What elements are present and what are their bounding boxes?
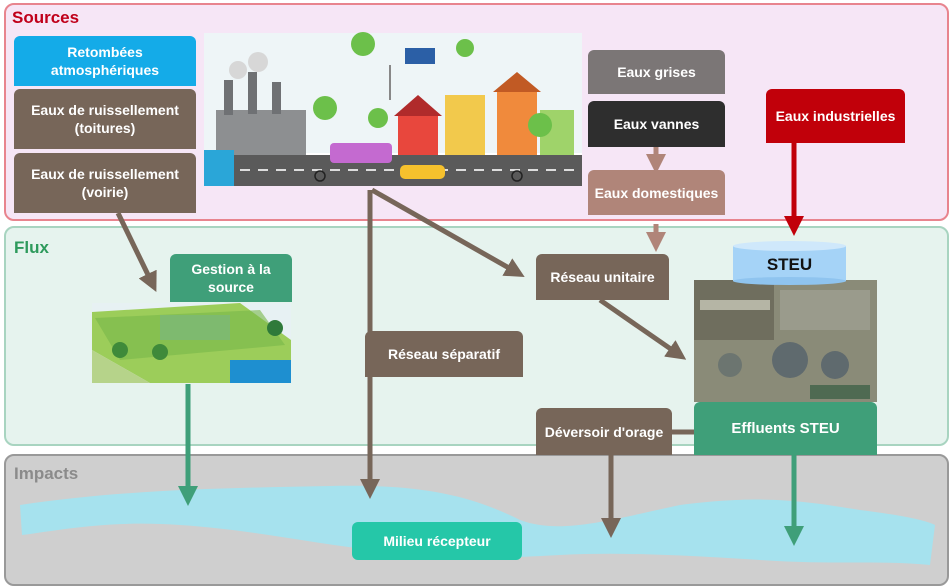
gestion-a-la-source-box: Gestion à la source — [170, 254, 292, 302]
eaux-ruissellement-toitures-box: Eaux de ruissellement (toitures) — [14, 89, 196, 149]
eaux-domestiques-box: Eaux domestiques — [588, 170, 725, 215]
reseau-separatif-box: Réseau séparatif — [365, 331, 523, 377]
reseau-unitaire-box: Réseau unitaire — [536, 254, 669, 300]
retombees-atmospheriques-box: Retombées atmosphériques — [14, 36, 196, 86]
flux-title: Flux — [14, 238, 49, 257]
effluents-steu-box: Effluents STEU — [694, 402, 877, 455]
sources-title: Sources — [12, 8, 80, 27]
impacts-title: Impacts — [14, 464, 79, 483]
eaux-ruissellement-voirie-box: Eaux de ruissellement (voirie) — [14, 153, 196, 213]
deversoir-orage-box: Déversoir d'orage — [536, 408, 672, 455]
eaux-vannes-box: Eaux vannes — [588, 101, 725, 147]
milieu-recepteur-box: Milieu récepteur — [352, 522, 522, 560]
eaux-grises-box: Eaux grises — [588, 50, 725, 94]
steu-label: STEU — [766, 255, 813, 274]
eaux-industrielles-box: Eaux industrielles — [766, 89, 905, 143]
